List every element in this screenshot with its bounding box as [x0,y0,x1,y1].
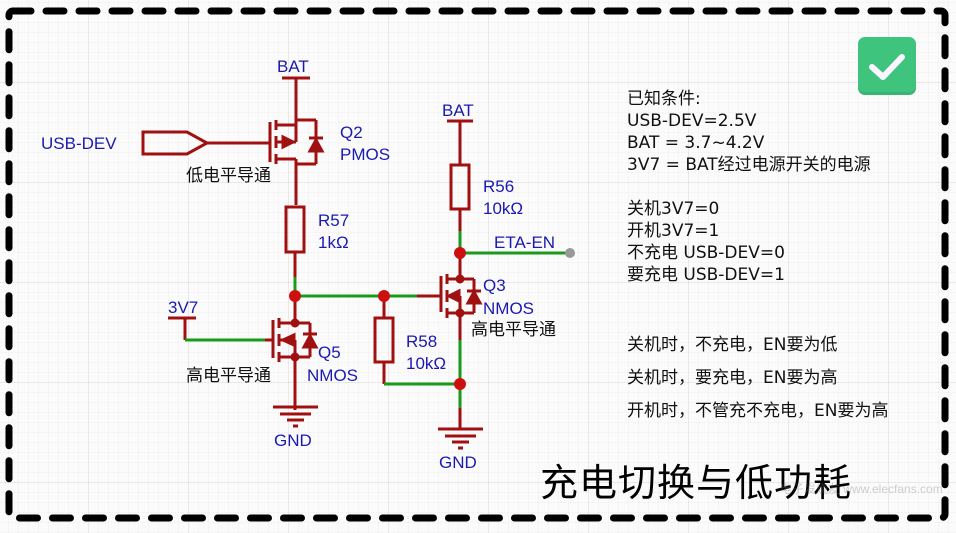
rule-line: 关机时，要充电，EN要为高 [627,368,838,388]
r57-body [284,205,306,254]
condition-line: 要充电 USB-DEV=1 [627,265,785,285]
r58-value: 10kΩ [406,354,446,373]
conditions-block: 已知条件: USB-DEV=2.5V BAT = 3.7~4.2V 3V7 = … [627,88,871,286]
r58-body [373,316,395,364]
eta-en-terminal [565,248,575,258]
bat-label-r56: BAT [442,101,474,120]
condition-line: USB-DEV=2.5V [627,111,757,131]
condition-line: 开机3V7=1 [627,221,720,241]
r57-value: 1kΩ [318,233,349,252]
q3-ref: Q3 [483,276,506,295]
condition-line [627,176,871,198]
r56-body [449,163,471,211]
q5-type: NMOS [307,366,358,385]
watermark: 电子发烧友 www.elecfans.com [780,482,943,496]
v3v7-label: 3V7 [168,298,198,317]
rule-line: 开机时，不管充不充电，EN要为高 [627,401,889,421]
checkmark-icon [869,54,905,80]
condition-line: 关机3V7=0 [627,199,720,219]
r58-ref: R58 [406,332,437,351]
page-title: 充电切换与低功耗 [540,461,853,505]
dashed-border [5,7,949,522]
gnd-label-q3: GND [439,453,477,472]
junction [289,290,301,302]
bat-label-q2: BAT [277,57,309,76]
rule-line: 关机时，不充电，EN要为低 [627,335,838,355]
condition-line: 不充电 USB-DEV=0 [627,243,785,263]
q2-type: PMOS [340,145,390,164]
q3-type: NMOS [483,299,534,318]
junction [454,378,466,390]
gnd-label-q5: GND [274,431,312,450]
condition-line: 3V7 = BAT经过电源开关的电源 [627,155,871,175]
condition-line: BAT = 3.7~4.2V [627,133,765,153]
r56-value: 10kΩ [483,199,523,218]
r57-ref: R57 [318,211,349,230]
q3-nmos-symbol [417,253,483,340]
q2-pmos-symbol [268,118,325,205]
checkmark-badge [858,37,916,95]
condition-line: 已知条件: [627,89,701,109]
eta-en-label: ETA-EN [494,233,555,252]
junction [454,247,466,259]
q5-nmos-symbol [265,296,319,410]
r56-ref: R56 [483,177,514,196]
q5-note: 高电平导通 [186,366,271,386]
rules-block: 关机时，不充电，EN要为低 关机时，要充电，EN要为高 开机时，不管充不充电，E… [627,330,888,429]
gnd-symbol-q3 [438,427,483,450]
q2-note: 低电平导通 [186,166,271,186]
usb-dev-port [141,130,211,156]
q3-note: 高电平导通 [471,320,556,340]
q5-ref: Q5 [318,343,341,362]
usb-dev-label: USB-DEV [41,134,117,153]
gnd-symbol-q5 [273,405,318,428]
junction [378,290,390,302]
q2-ref: Q2 [340,123,363,142]
